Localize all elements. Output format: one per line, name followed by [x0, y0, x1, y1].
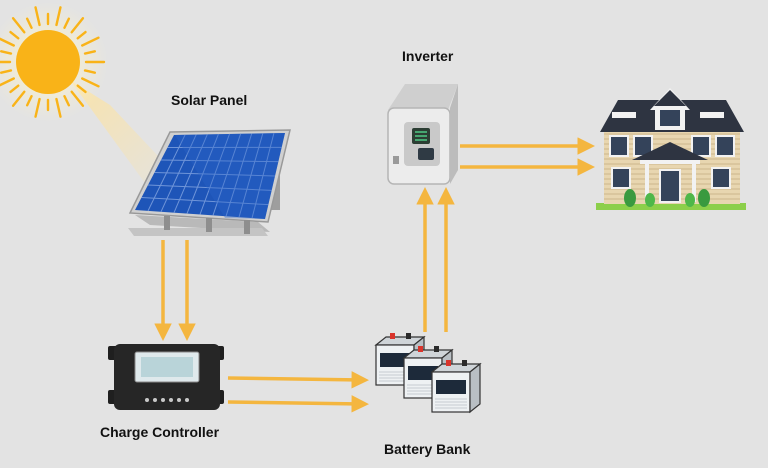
solar-panel-label: Solar Panel — [171, 92, 248, 108]
arrow-controller-to-battery-1 — [227, 371, 369, 389]
inverter-label: Inverter — [402, 48, 454, 64]
battery-icon — [430, 360, 482, 414]
flow-arrows — [154, 137, 595, 413]
charge-controller-icon — [108, 344, 224, 410]
inverter-icon — [387, 84, 458, 185]
charge-controller-label: Charge Controller — [100, 424, 220, 440]
house-icon — [596, 88, 746, 210]
arrow-controller-to-battery-2 — [227, 395, 369, 413]
battery-bank-label: Battery Bank — [384, 441, 471, 457]
solar-panel-icon — [128, 129, 291, 236]
battery-bank-icon — [374, 333, 482, 414]
